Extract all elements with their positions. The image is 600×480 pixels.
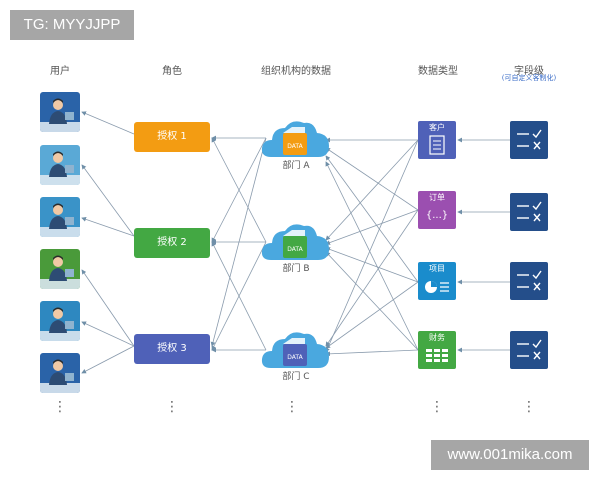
braces-icon: {...} bbox=[425, 210, 449, 221]
header-org-data: 组织机构的数据 bbox=[261, 66, 331, 77]
user-at-desk-icon bbox=[40, 353, 80, 393]
department-2: DATA bbox=[259, 218, 333, 268]
check-cross-icon bbox=[517, 339, 542, 360]
department-label: 部门 B bbox=[282, 264, 310, 274]
document-icon bbox=[429, 135, 445, 155]
fields-more-ellipsis: ⋮ bbox=[522, 399, 536, 415]
header-users: 用户 bbox=[50, 66, 70, 77]
role-box-1: 授权 1 bbox=[134, 122, 210, 152]
cloud-data-icon: DATA bbox=[261, 224, 329, 260]
department-3: DATA bbox=[259, 326, 333, 376]
field-level-box-3 bbox=[510, 262, 548, 300]
data-type-order: 订单 {...} bbox=[418, 191, 456, 229]
header-fields-sub: (可自定义客制化) bbox=[501, 74, 557, 82]
check-cross-icon bbox=[517, 201, 542, 222]
data-type-project: 项目 bbox=[418, 262, 456, 300]
roles-more-ellipsis: ⋮ bbox=[165, 399, 179, 415]
tag-label: TG: MYYJJPP bbox=[10, 10, 134, 40]
data-type-label: 订单 bbox=[429, 193, 445, 202]
department-label: 部门 A bbox=[282, 161, 310, 171]
data-badge: DATA bbox=[287, 354, 303, 361]
user-at-desk-icon bbox=[40, 197, 80, 237]
field-level-box-1 bbox=[510, 121, 548, 159]
cloud-data-icon: DATA bbox=[261, 332, 329, 368]
pie-list-icon bbox=[425, 281, 449, 293]
user-avatar-1 bbox=[40, 92, 80, 132]
data-type-label: 财务 bbox=[429, 333, 445, 342]
user-avatar-3 bbox=[40, 197, 80, 237]
data-type-label: 项目 bbox=[429, 264, 445, 273]
check-cross-icon bbox=[517, 270, 542, 291]
depts-more-ellipsis: ⋮ bbox=[285, 399, 299, 415]
role-box-3: 授权 3 bbox=[134, 334, 210, 364]
watermark-url: www.001mika.com bbox=[431, 440, 589, 470]
field-level-box-2 bbox=[510, 193, 548, 231]
data-badge: DATA bbox=[287, 143, 303, 150]
user-wireless-icon bbox=[40, 249, 80, 289]
user-at-desk-icon bbox=[40, 92, 80, 132]
cloud-data-icon: DATA bbox=[261, 121, 329, 157]
data-badge: DATA bbox=[287, 246, 303, 253]
department-1: DATA bbox=[259, 115, 333, 165]
header-roles: 角色 bbox=[162, 66, 182, 77]
header-fields: 字段级 bbox=[514, 66, 544, 77]
user-at-desk-icon bbox=[40, 145, 80, 185]
user-avatar-5 bbox=[40, 301, 80, 341]
department-label: 部门 C bbox=[282, 372, 310, 382]
types-more-ellipsis: ⋮ bbox=[430, 399, 444, 415]
data-type-label: 客户 bbox=[429, 123, 445, 132]
data-type-customer: 客户 bbox=[418, 121, 456, 159]
user-avatar-4 bbox=[40, 249, 80, 289]
field-level-box-4 bbox=[510, 331, 548, 369]
role-box-2: 授权 2 bbox=[134, 228, 210, 258]
user-avatar-6 bbox=[40, 353, 80, 393]
table-icon bbox=[426, 349, 448, 362]
check-cross-icon bbox=[517, 129, 542, 150]
header-data-types: 数据类型 bbox=[418, 66, 458, 77]
user-avatar-2 bbox=[40, 145, 80, 185]
data-type-finance: 财务 bbox=[418, 331, 456, 369]
users-more-ellipsis: ⋮ bbox=[53, 399, 67, 415]
user-wireless-icon bbox=[40, 301, 80, 341]
